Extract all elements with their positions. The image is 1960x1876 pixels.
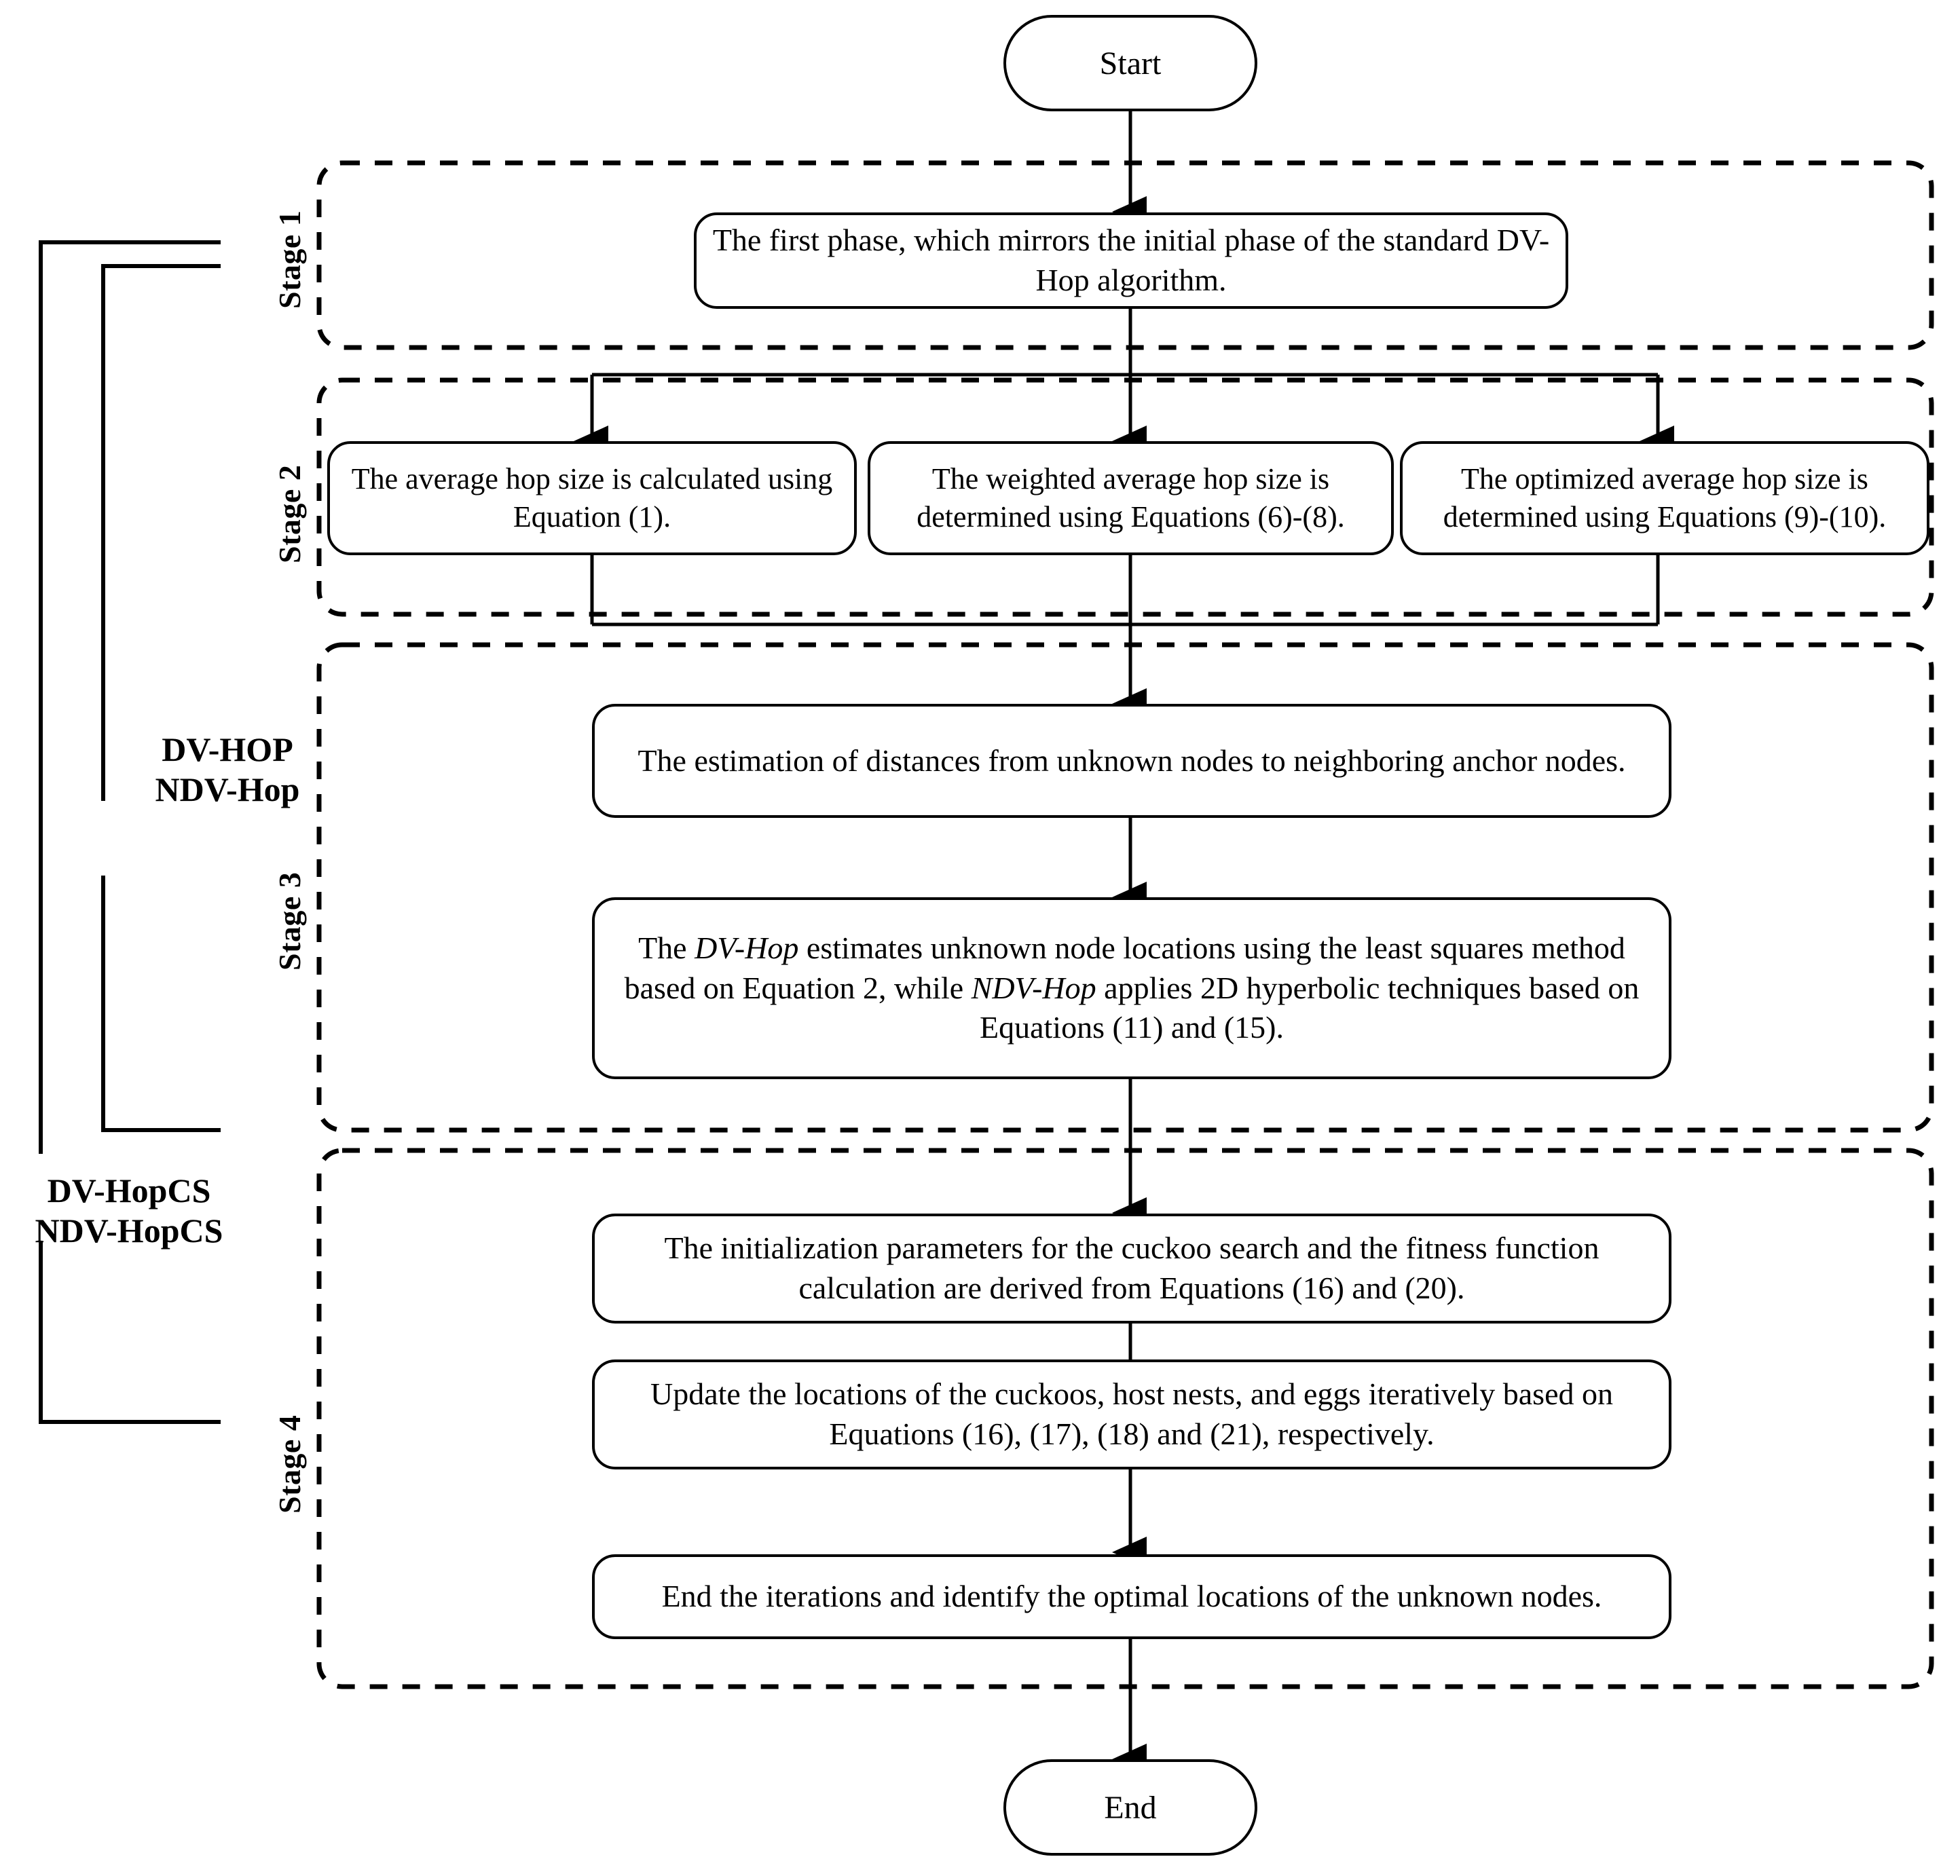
stage2-box-optimized-hop: The optimized average hop size is determ… [1400, 441, 1929, 555]
text-part-1: The [638, 930, 695, 965]
stage1-process-text: The first phase, which mirrors the initi… [712, 223, 1550, 297]
bracket-outer-dvhopcs-upper [39, 240, 221, 1154]
text-part-3: applies 2D hyperbolic techniques based o… [980, 970, 1640, 1045]
bracket-inner-dvhop-lower [101, 876, 221, 1132]
stage4-box-end-iterations: End the iterations and identify the opti… [592, 1554, 1671, 1639]
stage4-box-update-locations: Update the locations of the cuckoos, hos… [592, 1359, 1671, 1469]
stage4-box-update-locations-text: Update the locations of the cuckoos, hos… [650, 1376, 1613, 1451]
stage4-box-initialization-text: The initialization parameters for the cu… [664, 1231, 1600, 1305]
stage3-box-distance-estimation: The estimation of distances from unknown… [592, 704, 1671, 818]
group-label-dvhopcs-line1: DV-HopCS [47, 1171, 211, 1209]
stage2-box-weighted-hop: The weighted average hop size is determi… [868, 441, 1394, 555]
stage3-box-location-estimation-text: The DV-Hop estimates unknown node locati… [610, 928, 1654, 1049]
start-label: Start [1099, 45, 1162, 81]
stage3-container [316, 642, 1934, 1133]
stage4-container [316, 1148, 1934, 1689]
end-terminator: End [1003, 1759, 1257, 1856]
stage4-box-initialization: The initialization parameters for the cu… [592, 1214, 1671, 1324]
emphasis-dvhop: DV-Hop [695, 930, 799, 965]
stage-2-label: Stage 2 [272, 464, 307, 563]
stage4-box-end-iterations-text: End the iterations and identify the opti… [661, 1579, 1602, 1614]
emphasis-ndvhop: NDV-Hop [971, 970, 1096, 1005]
bracket-outer-dvhopcs-lower [39, 1242, 221, 1424]
stage1-process-box: The first phase, which mirrors the initi… [694, 212, 1568, 309]
group-label-dvhopcs-line2: NDV-HopCS [35, 1212, 223, 1250]
stage2-box-weighted-hop-text: The weighted average hop size is determi… [917, 462, 1345, 533]
stage2-container [316, 377, 1934, 617]
bracket-inner-dvhop [101, 264, 221, 801]
bracket-dvhop-inner [98, 261, 221, 713]
stage3-box-location-estimation: The DV-Hop estimates unknown node locati… [592, 897, 1671, 1079]
text-part-2: estimates unknown node locations using t… [624, 930, 1625, 1005]
group-label-dvhopcs: DV-HopCS NDV-HopCS [0, 1171, 272, 1251]
stage2-box-average-hop: The average hop size is calculated using… [327, 441, 857, 555]
stage3-box-distance-estimation-text: The estimation of distances from unknown… [637, 743, 1626, 778]
stage-1-label: Stage 1 [272, 210, 307, 309]
group-label-dvhop: DV-HOP NDV-Hop [88, 730, 367, 810]
group-label-dvhop-line1: DV-HOP [162, 730, 293, 768]
end-label: End [1104, 1789, 1157, 1826]
stage-3-label: Stage 3 [272, 871, 307, 971]
start-terminator: Start [1003, 15, 1257, 111]
stage1-container [316, 160, 1934, 350]
stage2-box-optimized-hop-text: The optimized average hop size is determ… [1443, 462, 1887, 533]
stage2-box-average-hop-text: The average hop size is calculated using… [351, 462, 833, 533]
group-label-dvhop-line2: NDV-Hop [155, 770, 300, 808]
stage-4-label: Stage 4 [272, 1414, 307, 1514]
